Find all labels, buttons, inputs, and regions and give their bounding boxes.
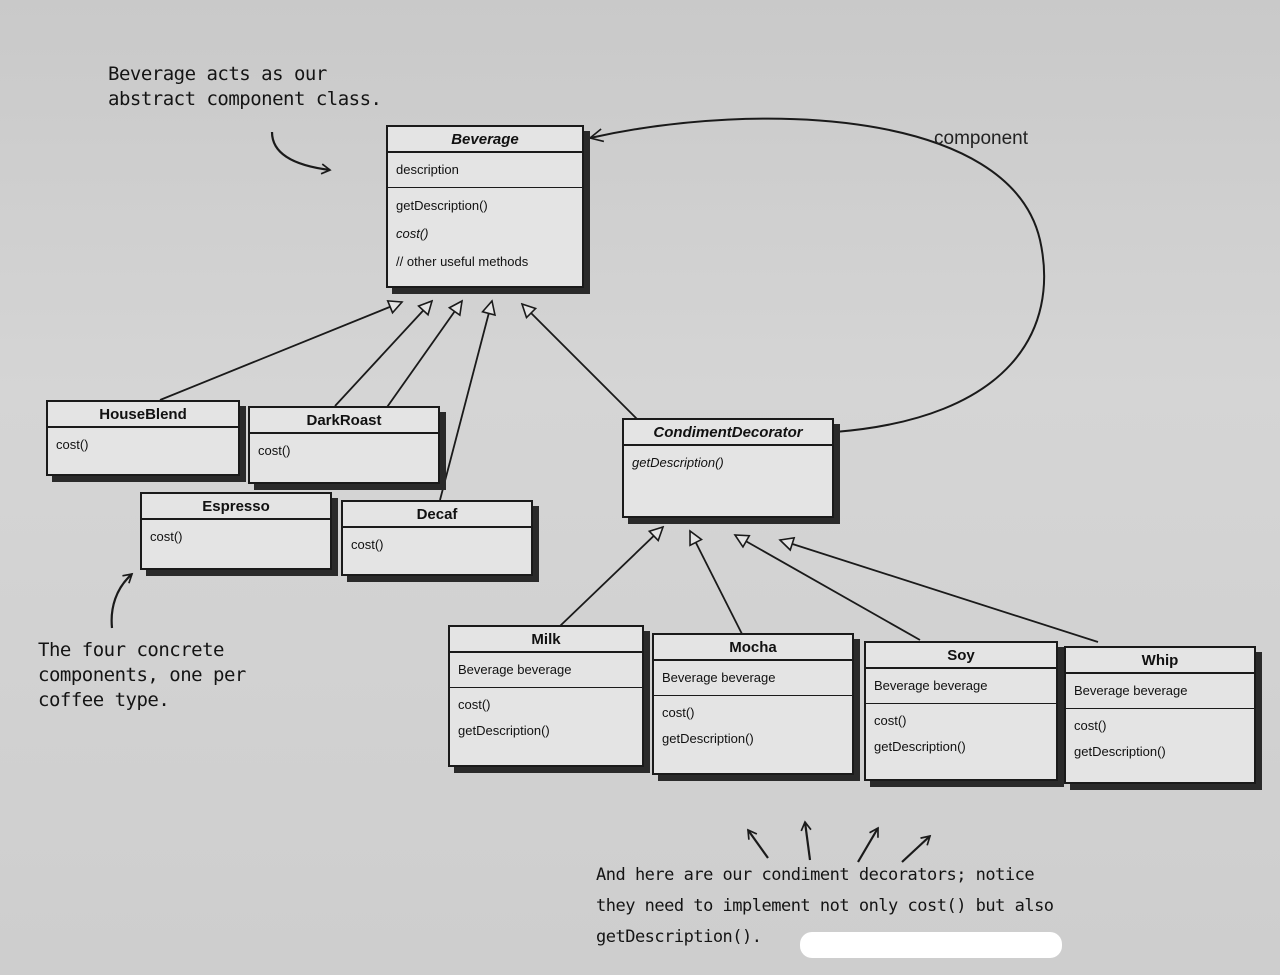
methods-section: cost() getDescription() [450,688,642,748]
method: cost() [351,537,384,552]
class-name: Espresso [142,494,330,520]
method: cost() [258,443,291,458]
methods-section: getDescription() cost() // other useful … [388,188,582,280]
mocha-inherits-line [690,531,743,635]
note-line: getDescription(). [596,927,762,947]
milk-inherits-line [559,527,663,627]
abstract-note-arrow [270,131,332,175]
methods-section: cost() getDescription() [866,704,1056,764]
methods-section: cost() getDescription() [1066,709,1254,769]
note-line: And here are our condiment decorators; n… [596,865,1035,885]
method: cost() [1074,718,1107,733]
condiment-decorator-class: CondimentDecorator getDescription() [622,418,834,518]
note-line: they need to implement not only cost() b… [596,896,1054,916]
method: getDescription() [632,455,724,470]
darkroast-class: DarkRoast cost() [248,406,440,484]
attribute: Beverage beverage [874,678,988,693]
decaf-class: Decaf cost() [341,500,533,576]
decorator-note-arrow-3 [857,826,879,863]
method: cost() [396,226,429,241]
method: getDescription() [396,198,488,213]
class-name: HouseBlend [48,402,238,428]
espresso-inherits-line [384,301,462,411]
note-line: components, one per [38,664,246,686]
attribute: Beverage beverage [458,662,572,677]
houseblend-class: HouseBlend cost() [46,400,240,476]
method: getDescription() [458,723,550,738]
note-line: The four concrete [38,639,224,661]
method: cost() [150,529,183,544]
methods-section: cost() getDescription() [654,696,852,756]
class-name: Milk [450,627,642,653]
attribute: Beverage beverage [662,670,776,685]
method: getDescription() [1074,744,1166,759]
mocha-class: Mocha Beverage beverage cost() getDescri… [652,633,854,775]
whip-class: Whip Beverage beverage cost() getDescrip… [1064,646,1256,784]
attributes-section: Beverage beverage [1066,674,1254,709]
note-line: Beverage acts as our [108,63,327,85]
methods-section: cost() [250,434,438,468]
abstract-component-note: Beverage acts as our abstract component … [108,62,382,112]
beverage-class: Beverage description getDescription() co… [386,125,584,288]
decorator-inherits-line [522,304,639,421]
class-name: Decaf [343,502,531,528]
attributes-section: description [388,153,582,188]
method: getDescription() [874,739,966,754]
decorator-note-arrow-2 [800,820,812,861]
note-line: coffee type. [38,689,170,711]
component-association-curve [590,117,1046,433]
method: // other useful methods [396,254,529,269]
class-name: CondimentDecorator [624,420,832,446]
houseblend-inherits-line [159,302,402,401]
soy-class: Soy Beverage beverage cost() getDescript… [864,641,1058,781]
soy-inherits-line [735,535,921,641]
method: cost() [458,697,491,712]
attribute: description [396,162,459,177]
redaction-mark [800,932,1062,958]
class-name: Mocha [654,635,852,661]
concrete-note-arrow [110,572,134,629]
class-name: DarkRoast [250,408,438,434]
methods-section: getDescription() [624,446,832,480]
attributes-section: Beverage beverage [866,669,1056,704]
note-line: abstract component class. [108,88,382,110]
methods-section: cost() [48,428,238,462]
class-name: Whip [1066,648,1254,674]
method: cost() [56,437,89,452]
darkroast-inherits-line [334,301,432,407]
decaf-inherits-line [439,301,492,501]
attributes-section: Beverage beverage [450,653,642,688]
method: cost() [662,705,695,720]
condiment-decorators-note: And here are our condiment decorators; n… [596,860,1054,953]
attribute: Beverage beverage [1074,683,1188,698]
whip-inherits-line [780,540,1099,643]
decorator-note-arrow-4 [901,834,932,863]
component-association-label: component [934,128,1029,149]
milk-class: Milk Beverage beverage cost() getDescrip… [448,625,644,767]
methods-section: cost() [142,520,330,554]
espresso-class: Espresso cost() [140,492,332,570]
decorator-note-arrow-1 [747,828,769,859]
methods-section: cost() [343,528,531,562]
method: cost() [874,713,907,728]
class-name: Soy [866,643,1056,669]
class-name: Beverage [388,127,582,153]
concrete-components-note: The four concrete components, one per co… [38,638,246,713]
method: getDescription() [662,731,754,746]
attributes-section: Beverage beverage [654,661,852,696]
